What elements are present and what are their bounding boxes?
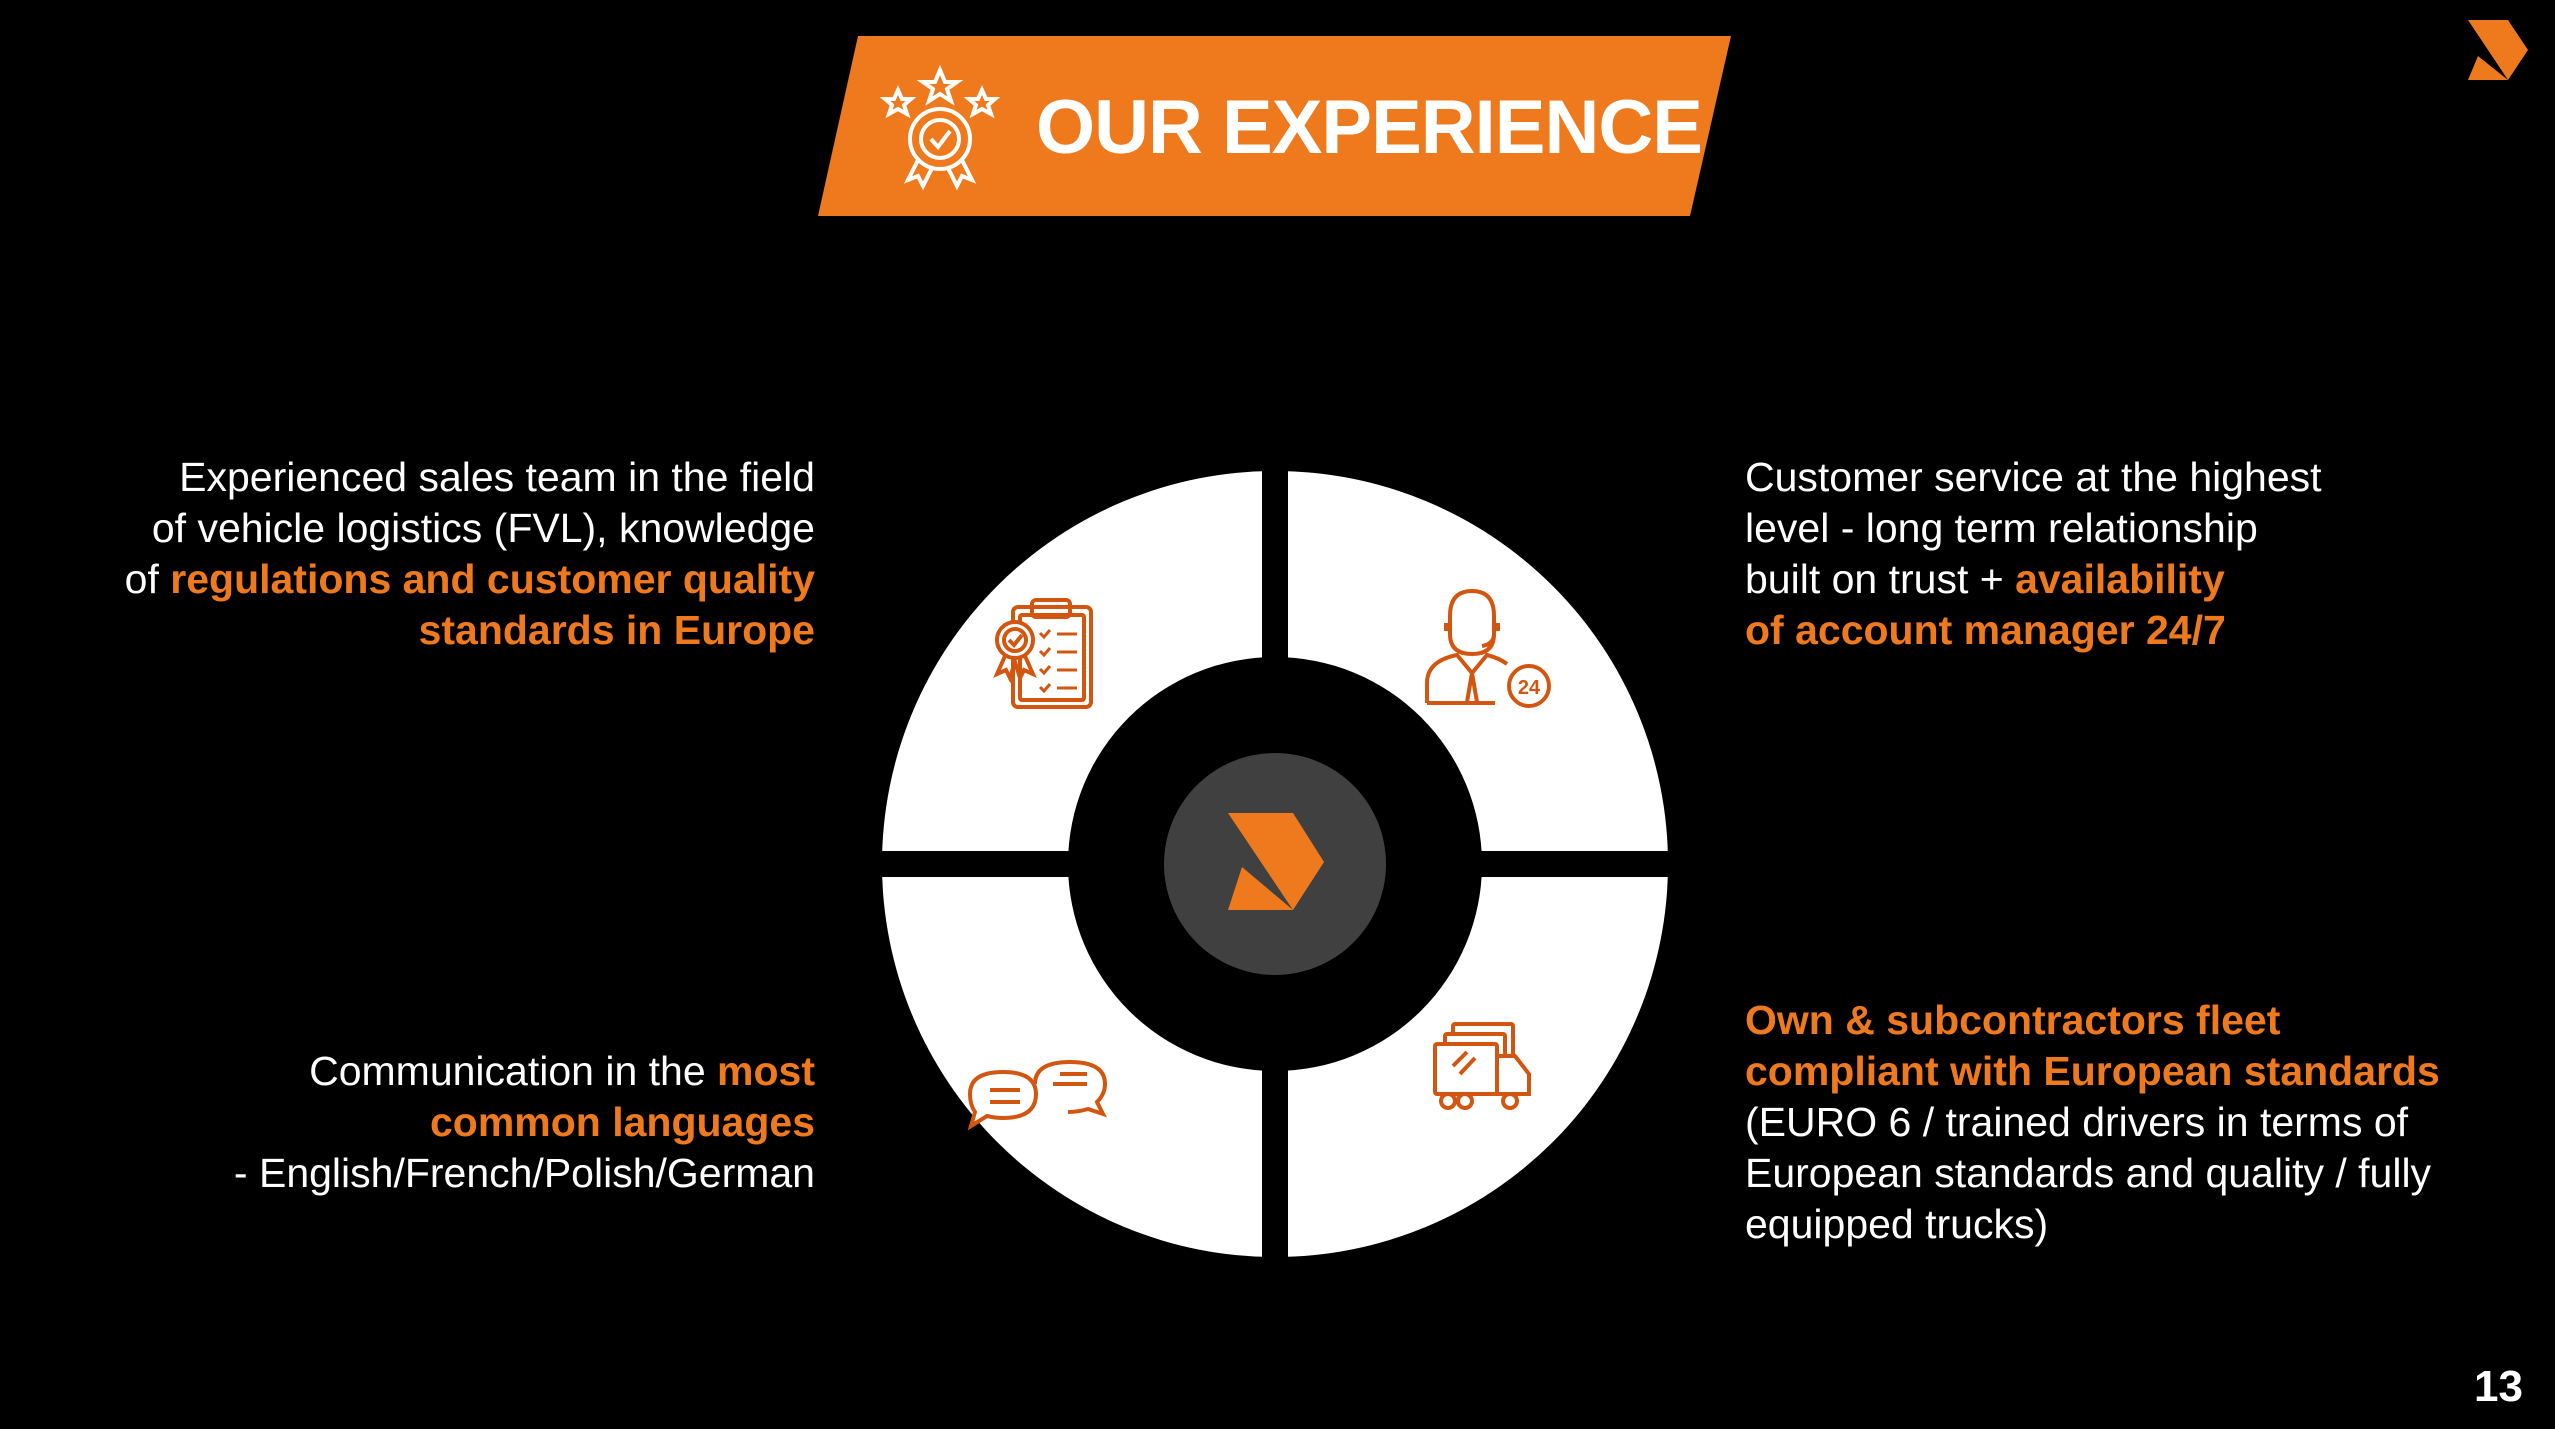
text-fragment: of <box>124 556 171 602</box>
title-banner <box>818 36 1731 216</box>
text-line: European standards and quality / fully <box>1745 1150 2432 1196</box>
highlight-text: standards in Europe <box>418 607 815 653</box>
highlight-text: compliant with European standards <box>1745 1048 2440 1094</box>
text-line: Experienced sales team in the field <box>179 454 815 500</box>
chat-bubbles-icon <box>967 1059 1108 1131</box>
text-line: level - long term relationship <box>1745 505 2258 551</box>
text-line: of vehicle logistics (FVL), knowledge <box>151 505 815 551</box>
text-fragment: built on trust + <box>1745 556 2016 602</box>
brand-logo <box>2468 20 2528 80</box>
highlight-text: most <box>717 1048 815 1094</box>
text-line: - English/French/Polish/German <box>233 1150 815 1196</box>
clipboard-certificate-icon <box>993 598 1093 709</box>
text-line: Communication in the most <box>234 1046 815 1097</box>
item-top-left-text: Experienced sales team in the field of v… <box>125 452 815 656</box>
page-number: 13 <box>2474 1362 2523 1411</box>
highlight-text: common languages <box>429 1099 815 1145</box>
text-line: equipped trucks) <box>1745 1201 2049 1247</box>
page-title: OUR EXPERIENCE <box>1036 85 1703 170</box>
item-bottom-right-text: Own & subcontractors fleet compliant wit… <box>1745 995 2440 1250</box>
support-agent-24-icon <box>1425 588 1551 708</box>
experience-wheel: 24 <box>875 466 1675 1266</box>
text-line: (EURO 6 / trained drivers in terms of <box>1745 1099 2409 1145</box>
item-top-right-text: Customer service at the highest level - … <box>1745 452 2322 656</box>
highlight-text: regulations and customer quality <box>170 556 815 602</box>
highlight-text: Own & subcontractors fleet <box>1745 997 2281 1043</box>
truck-fleet-icon <box>1433 1022 1531 1110</box>
highlight-text: of account manager 24/7 <box>1745 607 2226 653</box>
item-bottom-left-text: Communication in the most common languag… <box>234 1046 815 1199</box>
award-stars-icon <box>879 64 1001 191</box>
text-line: of regulations and customer quality <box>125 554 815 605</box>
icon-24-label: 24 <box>1518 677 1541 699</box>
center-logo-icon <box>1228 813 1324 910</box>
text-line: Customer service at the highest <box>1745 454 2322 500</box>
text-fragment: Communication in the <box>309 1048 718 1094</box>
highlight-text: availability <box>2015 556 2225 602</box>
text-line: built on trust + availability <box>1745 554 2322 605</box>
